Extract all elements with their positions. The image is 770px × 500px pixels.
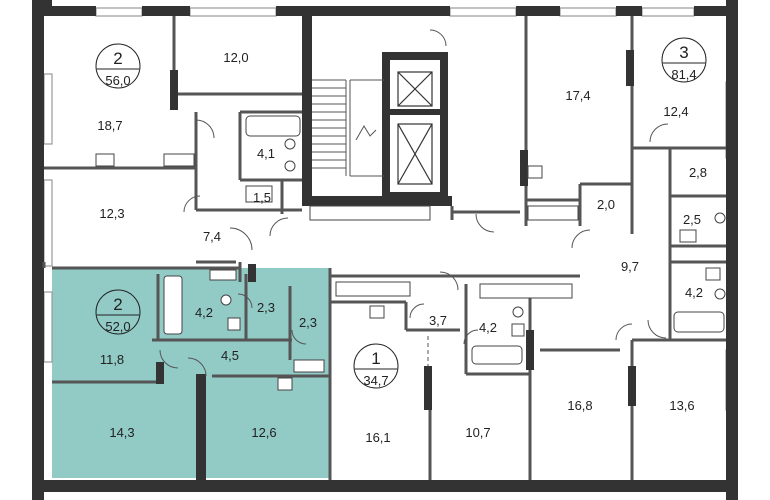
kitchen-sink-icon: [527, 165, 543, 179]
room-area-label: 4,5: [221, 348, 239, 363]
room-area-label: 12,4: [663, 104, 688, 119]
stair-elevator-core: [302, 16, 452, 206]
apartment-room-count: 2: [113, 49, 122, 68]
room-area-label: 2,5: [683, 212, 701, 227]
sink-icon: [511, 323, 525, 337]
door-swings: [159, 29, 669, 377]
apartment-area: 52,0: [105, 319, 130, 334]
room-area-label: 4,2: [685, 285, 703, 300]
apartment-badge-2-selected[interactable]: 2 52,0: [95, 289, 141, 335]
room-area-label: 14,3: [109, 425, 134, 440]
kitchen-sink-icon: [277, 377, 293, 391]
apartment-area: 81,4: [671, 67, 696, 82]
room-area-label: 12,3: [99, 206, 124, 221]
room-area-label: 12,6: [251, 425, 276, 440]
room-area-label: 2,3: [299, 315, 317, 330]
room-area-label: 2,0: [597, 197, 615, 212]
kitchen-sink-icon: [95, 153, 115, 167]
apartment-badge-2-top[interactable]: 2 56,0: [95, 43, 141, 89]
room-area-label: 11,8: [100, 352, 124, 367]
room-area-label: 16,8: [567, 398, 592, 413]
room-area-label: 10,7: [465, 425, 490, 440]
toilet-icon: [284, 160, 296, 172]
sink-icon: [245, 185, 273, 203]
sink-icon: [369, 305, 385, 319]
structural-columns: [156, 50, 636, 480]
room-area-label: 1,5: [253, 190, 271, 205]
apartment-room-count: 2: [113, 295, 122, 314]
bathtub-icon: [163, 275, 183, 335]
dashed-boundaries: [254, 156, 633, 366]
room-area-label: 4,1: [257, 146, 275, 161]
room-area-label: 13,6: [669, 398, 694, 413]
sink-icon: [679, 229, 697, 243]
outer-walls: [32, 0, 738, 500]
apartment-area: 56,0: [105, 73, 130, 88]
bathtub-icon: [471, 345, 523, 365]
room-area-label: 4,2: [479, 320, 497, 335]
room-area-label: 12,0: [223, 50, 248, 65]
room-area-label: 7,4: [203, 229, 221, 244]
room-area-label: 17,4: [565, 88, 590, 103]
apartment-room-count: 1: [371, 349, 380, 368]
sink-icon: [705, 267, 721, 281]
toilet-icon: [714, 212, 726, 224]
apartment-room-count: 3: [679, 43, 688, 62]
plumbing-fixtures: [95, 115, 726, 391]
interior-walls: [42, 16, 726, 480]
room-area-label: 2,3: [257, 300, 275, 315]
toilet-icon: [220, 294, 232, 306]
bathtub-icon: [245, 115, 301, 137]
apartment-badge-1[interactable]: 1 34,7: [353, 343, 399, 389]
room-area-label: 9,7: [621, 259, 639, 274]
elevator-icon: [397, 71, 433, 185]
apartment-badge-3[interactable]: 3 81,4: [661, 37, 707, 83]
sink-icon: [227, 317, 241, 331]
toilet-icon: [512, 306, 524, 318]
room-area-label: 4,2: [195, 305, 213, 320]
apartment-area: 34,7: [363, 373, 388, 388]
bathtub-icon: [673, 311, 725, 333]
selected-apartment-fill[interactable]: [52, 268, 330, 478]
room-area-label: 18,7: [97, 118, 122, 133]
room-area-label: 3,7: [429, 313, 447, 328]
room-area-label: 16,1: [365, 430, 390, 445]
room-labels: 12,0 18,7 4,1 1,5 12,3 7,4 17,4 12,4 2,8…: [97, 50, 707, 445]
room-area-label: 2,8: [689, 165, 707, 180]
toilet-icon: [714, 288, 726, 300]
toilet-icon: [284, 138, 296, 150]
